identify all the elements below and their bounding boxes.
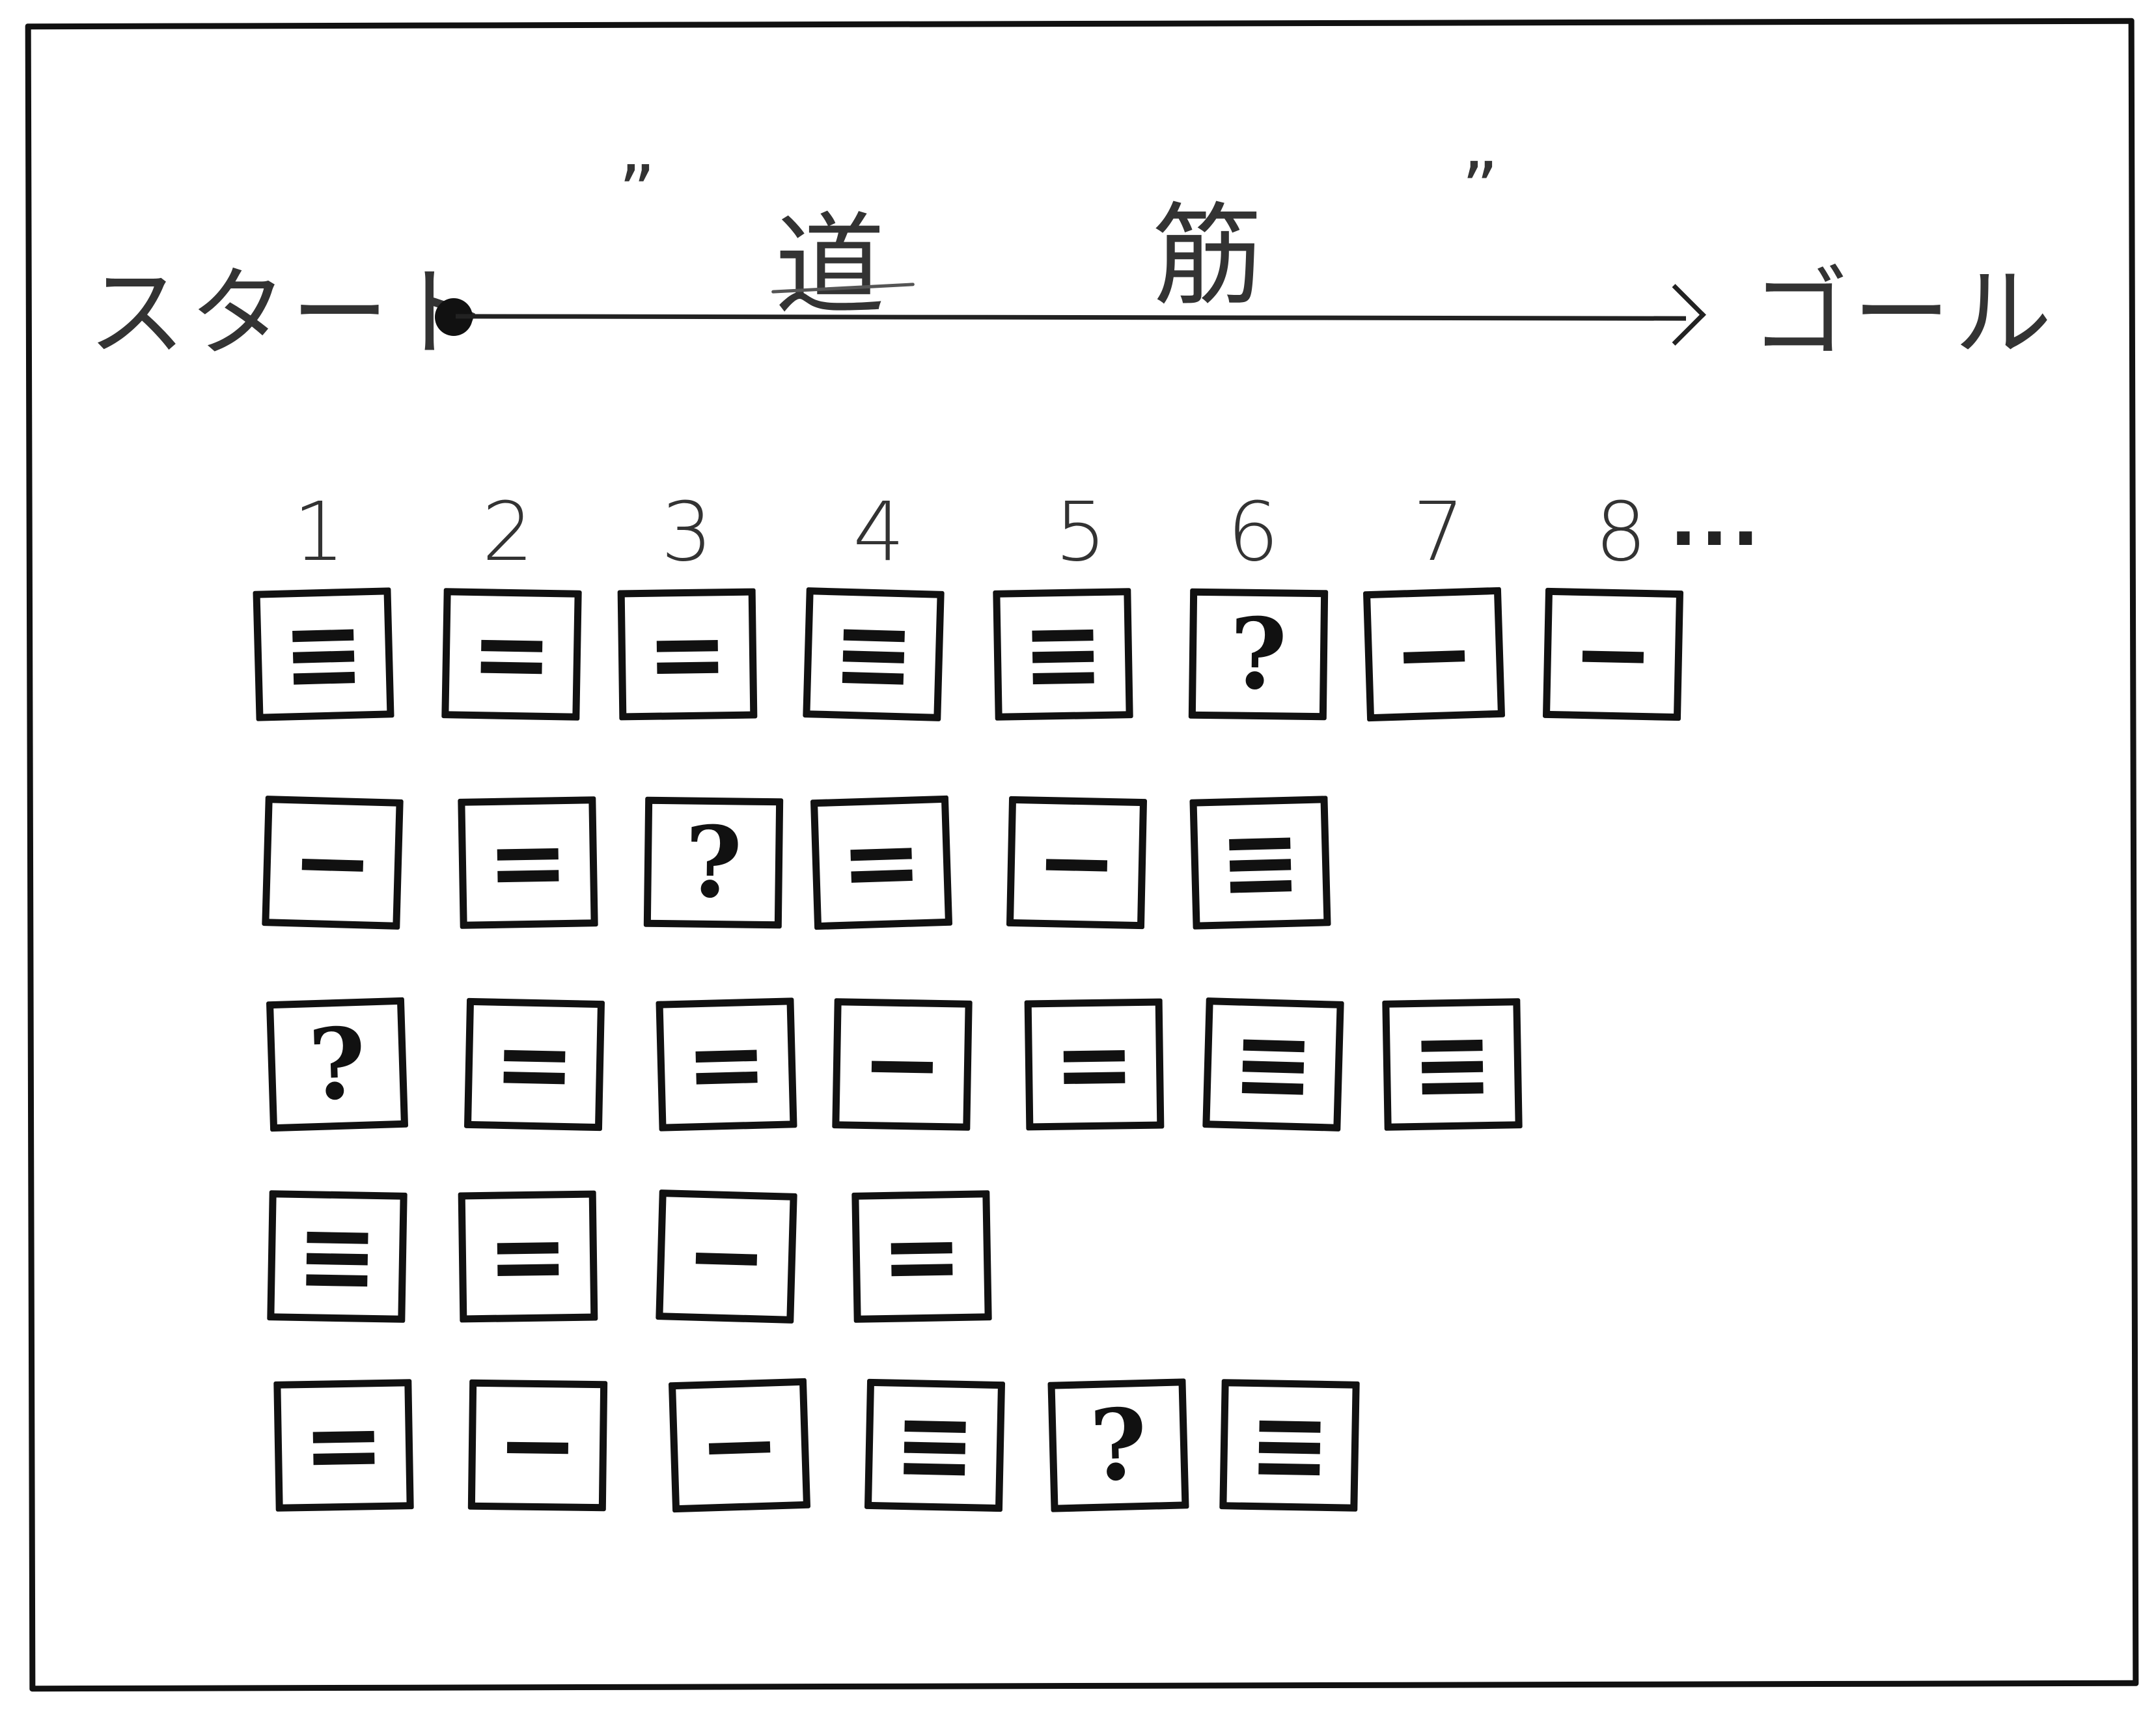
unknown-card: ? (1188, 588, 1329, 721)
close-quote: ” (1461, 146, 1499, 230)
unknown-card: ? (1047, 1378, 1189, 1512)
line-symbol-icon: ≡ (1410, 1007, 1495, 1122)
line-symbol-icon: = (838, 805, 924, 921)
card: − (656, 1189, 797, 1324)
card: = (1024, 998, 1165, 1131)
line-symbol-icon: = (486, 1199, 570, 1314)
title-char-michi: 道 (775, 202, 886, 331)
card: = (458, 796, 598, 929)
line-symbol-icon: − (290, 805, 376, 921)
card: ≡ (1189, 796, 1331, 930)
line-symbol-icon: = (1052, 1007, 1137, 1122)
line-symbol-icon: = (486, 805, 570, 921)
goal-label: ゴール (1751, 257, 2056, 370)
card: ≡ (1202, 997, 1344, 1132)
line-symbol-icon: = (301, 1387, 386, 1503)
line-symbol-icon: ≡ (1230, 1007, 1316, 1122)
question-mark-icon: ? (1088, 1387, 1149, 1504)
line-symbol-icon: = (879, 1199, 964, 1314)
unknown-card: ? (266, 997, 409, 1132)
line-symbol-icon: = (492, 1007, 577, 1122)
start-label: スタート (88, 257, 495, 370)
line-symbol-icon: ≡ (1247, 1387, 1332, 1503)
column-number: 7 (1413, 485, 1465, 579)
card: = (617, 588, 758, 721)
line-symbol-icon: − (1391, 596, 1477, 712)
card: ≡ (803, 587, 945, 721)
line-symbol-icon: ≡ (281, 596, 366, 712)
card: − (467, 1379, 608, 1512)
line-symbol-icon: ≡ (892, 1387, 977, 1503)
title-char-suji: 筋 (1152, 192, 1264, 321)
card: − (1006, 796, 1148, 930)
card: ≡ (253, 587, 394, 721)
card: − (832, 998, 973, 1131)
column-number: 5 (1055, 485, 1107, 579)
card: ≡ (993, 588, 1133, 721)
column-number: 8 (1595, 485, 1647, 579)
question-mark-icon: ? (1228, 596, 1288, 712)
question-mark-icon: ? (684, 805, 743, 921)
line-symbol-icon: − (697, 1387, 782, 1503)
line-symbol-icon: − (684, 1199, 769, 1314)
column-number: 4 (853, 485, 905, 579)
column-number: 3 (661, 485, 713, 579)
line-symbol-icon: = (645, 597, 730, 712)
card: = (810, 795, 953, 930)
card: ≡ (1382, 998, 1523, 1131)
column-number: 1 (293, 485, 345, 579)
line-symbol-icon: ≡ (295, 1199, 380, 1314)
card: ≡ (864, 1378, 1006, 1512)
card: ≡ (267, 1190, 408, 1323)
line-symbol-icon: ≡ (1021, 596, 1105, 712)
card: = (463, 997, 605, 1132)
line-symbol-icon: ≡ (831, 596, 917, 712)
card: − (668, 1378, 811, 1513)
line-symbol-icon: ≡ (1217, 805, 1303, 921)
line-symbol-icon: − (496, 1388, 579, 1503)
card: − (1362, 587, 1506, 722)
open-quote: ” (618, 150, 656, 233)
line-symbol-icon: − (1034, 805, 1119, 921)
card: = (851, 1190, 992, 1323)
line-symbol-icon: − (1571, 596, 1655, 712)
line-symbol-icon: = (469, 596, 554, 712)
card: ≡ (1219, 1379, 1360, 1512)
card: = (656, 997, 797, 1132)
line-symbol-icon: − (860, 1007, 945, 1122)
card: = (273, 1379, 414, 1512)
card: = (441, 588, 582, 721)
unknown-card: ? (643, 796, 784, 929)
question-mark-icon: ? (307, 1006, 368, 1123)
column-number: 6 (1227, 485, 1279, 579)
card: − (1542, 587, 1684, 721)
columns-more: ... (1670, 479, 1763, 562)
card: = (458, 1190, 598, 1323)
column-number: 2 (482, 485, 534, 579)
line-symbol-icon: = (684, 1007, 769, 1122)
card: − (262, 796, 404, 930)
